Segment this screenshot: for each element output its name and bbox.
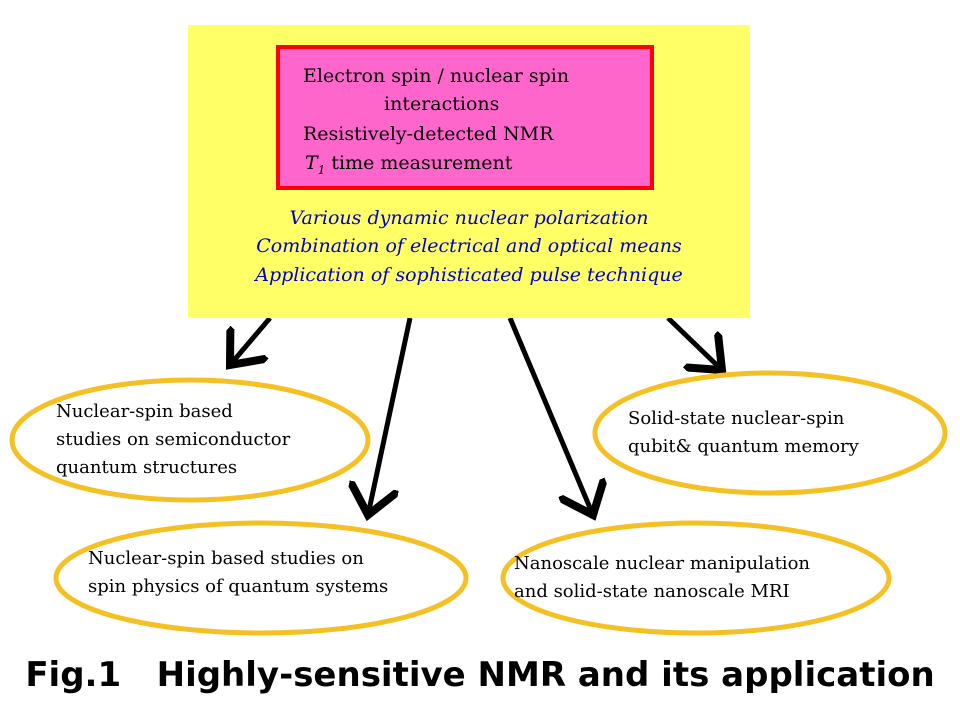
t1-subscript: 1 <box>317 162 326 177</box>
application-line: and solid-state nanoscale MRI <box>514 581 790 602</box>
core-topic-line: interactions <box>384 93 500 115</box>
t1-measurement-line: T1 time measurement <box>305 151 512 182</box>
arrow-to-quantum-memory <box>666 316 722 370</box>
application-line: Nuclear-spin based <box>56 401 233 422</box>
oval-semiconductor <box>9 377 371 503</box>
application-line: Solid-state nuclear-spin <box>628 408 845 429</box>
application-line: spin physics of quantum systems <box>88 576 389 597</box>
technique-line: Various dynamic nuclear polarization <box>289 207 649 229</box>
application-label-semiconductor: Nuclear-spin based studies on semiconduc… <box>56 398 290 482</box>
arrow-to-spin-physics <box>368 317 413 515</box>
application-line: quantum structures <box>56 457 238 478</box>
oval-nanoscale-mri <box>500 520 892 636</box>
application-line: studies on semiconductor <box>56 429 291 450</box>
oval-quantum-memory <box>592 370 948 496</box>
application-label-quantum-memory: Solid-state nuclear-spin qubit& quantum … <box>628 405 859 461</box>
oval-spin-physics <box>53 520 469 636</box>
application-line: Nanoscale nuclear manipulation <box>514 553 810 574</box>
t1-rest: time measurement <box>325 152 513 174</box>
arrow-to-nanoscale-mri <box>507 317 593 515</box>
figure-caption: Fig.1 Highly-sensitive NMR and its appli… <box>25 655 935 695</box>
t1-symbol: T <box>305 152 318 174</box>
application-label-nanoscale-mri: Nanoscale nuclear manipulation and solid… <box>514 550 810 606</box>
core-topic-line: Resistively-detected NMR <box>303 123 554 145</box>
technique-line: Combination of electrical and optical me… <box>256 235 682 257</box>
core-topics-box <box>276 45 654 190</box>
application-line: qubit& quantum memory <box>628 436 859 457</box>
application-label-spin-physics: Nuclear-spin based studies on spin physi… <box>88 545 388 601</box>
technique-line: Application of sophisticated pulse techn… <box>255 264 683 286</box>
application-line: Nuclear-spin based studies on <box>88 548 364 569</box>
core-topic-line: Electron spin / nuclear spin <box>303 65 570 87</box>
arrow-to-semiconductor <box>230 316 272 365</box>
